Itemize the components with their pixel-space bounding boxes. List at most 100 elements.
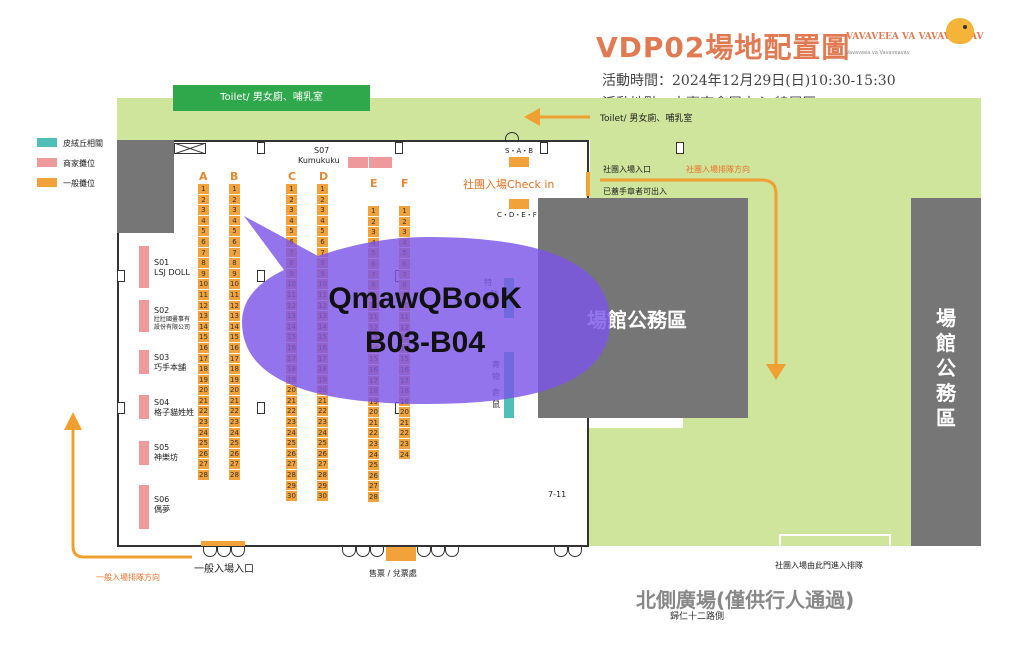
booth-a-25: 25: [198, 439, 209, 449]
booth-a-2: 2: [198, 195, 209, 206]
booth-a-1: 1: [198, 184, 209, 195]
booth-e-21: 21: [368, 418, 379, 429]
shop-s06-name: 偶夢: [154, 505, 170, 514]
club-queue-arrow: [600, 178, 786, 380]
green-right-lower: [683, 418, 758, 546]
general-entrance-label: 一般入場入口: [194, 564, 254, 575]
booth-f-23: 23: [399, 440, 410, 450]
road-label: 歸仁十二路側: [670, 612, 725, 622]
shop-s04-name: 格子貓姓姓: [154, 408, 194, 417]
booth-b-8: 8: [229, 258, 240, 269]
booth-c-2: 2: [286, 195, 297, 206]
booth-b-4: 4: [229, 216, 240, 227]
booth-a-16: 16: [198, 343, 209, 354]
logo-subtext: Vavaveea va Vavaveavav: [846, 50, 910, 56]
teal-label: 鼠: [492, 400, 500, 409]
toilet-arrow: [524, 108, 590, 126]
booth-b-19: 19: [229, 375, 240, 386]
booth-f-21: 21: [399, 418, 410, 429]
legend-swatch-orange: [37, 178, 57, 187]
column-label-e: E: [370, 177, 378, 190]
booth-d-21: 21: [317, 396, 328, 407]
corner-block: [117, 140, 174, 233]
pillar: [117, 402, 125, 414]
booth-e-20: 20: [368, 408, 379, 418]
booth-a-19: 19: [198, 375, 209, 386]
booth-a-10: 10: [198, 280, 209, 290]
toilet-box: Toilet/ 男女廁、哺乳室: [173, 85, 370, 111]
logo-text: VAVAVEEA VA VAVAVEAVAV: [846, 32, 984, 42]
booth-a-11: 11: [198, 290, 209, 301]
shop-s03-booth: [139, 350, 149, 374]
door: [217, 547, 231, 557]
pillar: [676, 142, 684, 154]
door: [554, 547, 568, 557]
shop-s04-code: S04: [154, 398, 170, 407]
booth-c-25: 25: [286, 439, 297, 449]
booth-b-25: 25: [229, 439, 240, 449]
door: [231, 547, 245, 557]
booth-b-1: 1: [229, 184, 240, 195]
ticket-label: 售票 / 兌票處: [369, 569, 417, 578]
legend-label-teal: 皮絨丘相關: [63, 139, 103, 148]
bird-eye-icon: [963, 25, 967, 29]
booth-c-1: 1: [286, 184, 297, 195]
booth-d-23: 23: [317, 418, 328, 428]
club-cdef-desk: [509, 199, 529, 209]
shop-s06-code: S06: [154, 495, 170, 504]
booth-c-5: 5: [286, 226, 297, 237]
booth-b-9: 9: [229, 269, 240, 280]
booth-d-6: 6: [317, 237, 328, 248]
booth-b-21: 21: [229, 396, 240, 407]
north-gate-box: [779, 534, 891, 548]
booth-b-10: 10: [229, 280, 240, 290]
booth-e-2: 2: [368, 217, 379, 228]
office-side-label: 場館公務區: [936, 306, 956, 430]
booth-c-29: 29: [286, 481, 297, 492]
pillar: [395, 142, 403, 154]
booth-e-1: 1: [368, 206, 379, 217]
column-label-a: A: [199, 170, 208, 183]
map-title: VDP02場地配置圖: [596, 31, 851, 64]
booth-d-26: 26: [317, 449, 328, 460]
booth-a-14: 14: [198, 322, 209, 333]
club-stamped-label: 已蓋手章者可出入: [603, 187, 667, 196]
booth-c-30: 30: [286, 492, 297, 502]
booth-d-1: 1: [317, 184, 328, 195]
booth-b-7: 7: [229, 248, 240, 259]
booth-b-6: 6: [229, 237, 240, 248]
pillar: [540, 142, 548, 154]
booth-f-3: 3: [399, 227, 410, 238]
legend-label-orange: 一般攤位: [63, 179, 95, 188]
pillar: [257, 270, 265, 282]
booth-c-21: 21: [286, 396, 297, 407]
column-label-d: D: [319, 170, 329, 183]
pillar: [257, 142, 265, 154]
legend-swatch-pink: [37, 158, 57, 167]
booth-d-29: 29: [317, 481, 328, 492]
booth-d-27: 27: [317, 460, 328, 471]
door: [342, 547, 356, 557]
booth-d-3: 3: [317, 205, 328, 216]
booth-a-13: 13: [198, 312, 209, 322]
north-gate-label: 社團入場由此門進入排隊: [775, 561, 863, 570]
plaza-label: 北側廣場(僅供行人通過): [636, 588, 855, 612]
booth-c-23: 23: [286, 418, 297, 428]
booth-c-28: 28: [286, 471, 297, 481]
booth-c-20: 20: [286, 386, 297, 396]
booth-a-21: 21: [198, 396, 209, 407]
shop-s03-code: S03: [154, 353, 170, 362]
shop-s01-booth: [139, 246, 149, 288]
booth-a-3: 3: [198, 205, 209, 216]
booth-f-20: 20: [399, 408, 410, 418]
club-entrance-label: 社團入場入口: [603, 165, 651, 174]
booth-b-16: 16: [229, 343, 240, 354]
general-queue-label: 一般入場排隊方向: [96, 573, 160, 582]
booth-c-4: 4: [286, 216, 297, 227]
pillar: [117, 270, 125, 282]
booth-b-14: 14: [229, 322, 240, 333]
shop-s07-booth: [348, 157, 392, 168]
booth-d-22: 22: [317, 407, 328, 418]
booth-a-24: 24: [198, 428, 209, 439]
